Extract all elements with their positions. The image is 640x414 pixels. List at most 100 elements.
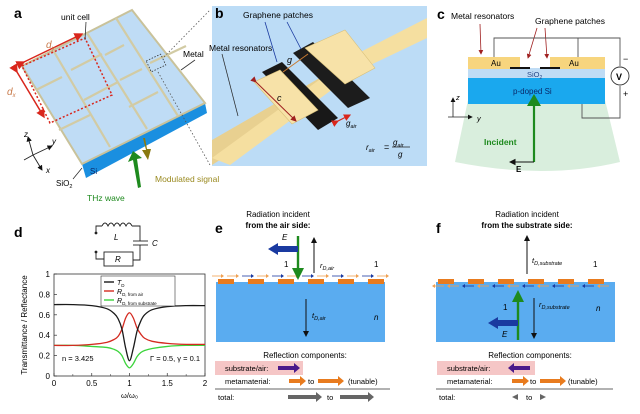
p-doped-si-label: p-doped Si — [513, 87, 552, 96]
metasurface-patches-e — [212, 274, 389, 284]
c-dimension-arrow — [250, 76, 297, 122]
voltage-plus-label: + — [623, 89, 628, 99]
e-title-line2: from the air side: — [246, 221, 311, 230]
surface-current-arrowhead — [552, 284, 555, 288]
axis-y-label-c: y — [476, 114, 482, 123]
legend-entry: TD — [117, 280, 125, 288]
g-air-arrow — [331, 114, 352, 127]
series-line-t-d — [53, 303, 206, 362]
surface-current-arrowhead — [582, 284, 585, 288]
index-one-top-f: 1 — [593, 260, 598, 269]
wire-right-top — [578, 37, 621, 66]
y-tick-label: 0.8 — [39, 290, 51, 299]
voltage-minus-label: − — [623, 54, 628, 64]
metal-patch — [588, 279, 604, 284]
substrate-air-highlight-e — [215, 361, 303, 375]
substrate-e — [216, 282, 385, 342]
graphene-pointer-c1 — [526, 27, 538, 59]
legend-entry: RD, from air — [117, 289, 144, 297]
wire-top — [493, 37, 579, 57]
f-title-line2: from the substrate side: — [481, 221, 572, 230]
x-axis-label: ω/ω₀ — [121, 391, 138, 400]
surface-current-arrowhead — [492, 284, 495, 288]
params-annotation: Γ = 0.5, γ = 0.1 — [150, 354, 200, 363]
zoom-line-top — [163, 9, 211, 58]
inductor-label: L — [114, 233, 118, 242]
thz-wave-arrow-icon — [128, 151, 142, 188]
graphene-pointer-c2 — [544, 27, 550, 59]
c-label: c — [277, 93, 282, 103]
x-tick-label: 0.5 — [86, 379, 98, 388]
metamaterial-arrow-large-e-icon — [318, 376, 344, 386]
surface-current-arrowhead — [266, 274, 269, 278]
substrate-air-highlight-f — [437, 361, 535, 375]
r-air-formula: rair = gair g — [366, 138, 410, 159]
y-tick-label: 0 — [46, 372, 51, 381]
substrate-f — [436, 282, 615, 342]
graphene-pointer-2 — [286, 21, 302, 50]
terminal-dot-1 — [94, 231, 98, 235]
axis-z-label: z — [23, 130, 28, 139]
au-right-label: Au — [569, 59, 579, 68]
metal-patch — [218, 279, 234, 284]
surface-current-arrowhead — [281, 274, 284, 278]
g-air-label: gair — [346, 119, 358, 130]
metamaterial-label-e: metamaterial: — [225, 377, 270, 386]
t-label-f: tD,substrate — [532, 256, 562, 267]
surface-current-arrowhead — [432, 284, 435, 288]
surface-current-arrowhead — [326, 274, 329, 278]
index-one-right-e: 1 — [374, 260, 379, 269]
metal-patch — [278, 279, 294, 284]
zoom-line-bottom — [157, 71, 211, 166]
surface-current-arrowhead — [567, 284, 570, 288]
incident-beam-region — [455, 100, 620, 171]
n-label-f: n — [596, 304, 601, 313]
panel-c-letter: c — [437, 6, 445, 22]
incident-label: Incident — [484, 137, 517, 147]
metal-resonators-label-b: Metal resonators — [209, 43, 272, 53]
surface-current-arrowhead — [221, 274, 224, 278]
svg-text:g: g — [398, 150, 403, 159]
surface-current-arrowhead — [356, 274, 359, 278]
y-tick-label: 0.4 — [39, 331, 51, 340]
resistor-label: R — [115, 255, 121, 264]
axis-x-label: x — [45, 166, 51, 175]
metal-patch — [368, 279, 384, 284]
x-tick-label: 1.5 — [162, 379, 174, 388]
panel-a-letter: a — [14, 5, 22, 21]
metal-patch — [438, 279, 454, 284]
unit-cell-label: unit cell — [61, 12, 90, 22]
t-label-e: tD,air — [312, 311, 327, 322]
voltmeter-icon — [610, 66, 630, 86]
svg-text:gair: gair — [393, 138, 405, 149]
metamaterial-arrow-small-f-icon — [512, 376, 529, 386]
r-label-f: rD,substrate — [539, 300, 570, 311]
metal-resonators-label-c: Metal resonators — [451, 11, 514, 21]
y-tick-label: 0.2 — [39, 352, 51, 361]
total-label-e: total: — [218, 393, 234, 402]
svg-text:=: = — [384, 142, 389, 152]
e-title-line1: Radiation incident — [246, 210, 310, 219]
panel-b: b Graphene patches Metal resonators g c … — [209, 5, 427, 166]
metal-patch — [498, 279, 514, 284]
tunable-label-f: (tunable) — [568, 377, 598, 386]
reflection-title-e: Reflection components: — [263, 351, 347, 360]
wire-bottom — [581, 86, 621, 119]
panel-a: a dy dx unit cell Meta — [7, 5, 219, 203]
dy-label: dy — [46, 40, 56, 52]
metasurface-patches-f — [432, 279, 609, 288]
y-tick-label: 1 — [46, 270, 51, 279]
n-annotation: n = 3.425 — [62, 354, 94, 363]
substrate-air-arrow-f-icon — [508, 363, 530, 373]
surface-current-arrowhead — [386, 274, 389, 278]
panel-e: e Radiation incident from the air side: … — [212, 210, 390, 402]
surface-current-arrowhead — [597, 284, 600, 288]
incident-arrowhead-e-icon — [292, 268, 304, 280]
total-arrow-2-e-icon — [340, 392, 374, 402]
surface-current-arrowhead — [507, 284, 510, 288]
metamaterial-arrow-small-e-icon — [289, 376, 306, 386]
metal-patch — [248, 279, 264, 284]
au-pad-right — [550, 57, 605, 69]
panel-e-letter: e — [215, 220, 223, 236]
